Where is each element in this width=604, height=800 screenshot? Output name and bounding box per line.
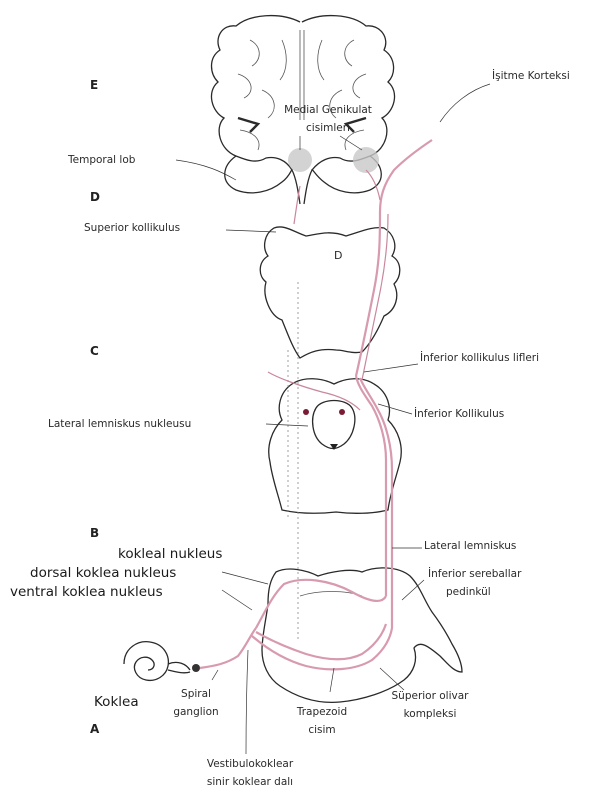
label-inferior-sereballar-1: İnferior sereballar: [428, 568, 521, 580]
label-vestibulokoklear-1: Vestibulokoklear: [192, 758, 308, 770]
label-trapezoid-1: Trapezoid: [282, 706, 362, 718]
stage-label-b: B: [90, 526, 99, 540]
label-lateral-lemniskus-nukleusu: Lateral lemniskus nukleusu: [48, 418, 191, 430]
label-ventral-koklea-nukleus: ventral koklea nukleus: [10, 584, 163, 600]
label-medial-genikulat-2: cisimleri: [278, 122, 378, 134]
cochlea-drawing: [124, 642, 200, 681]
stage-label-e: E: [90, 78, 98, 92]
label-midbrain-d: D: [334, 250, 342, 262]
stage-label-d: D: [90, 190, 100, 204]
auditory-pathway: [200, 140, 432, 669]
medial-geniculate-left: [288, 148, 312, 172]
label-isitme-korteksi: İşitme Korteksi: [492, 70, 570, 82]
label-inferior-sereballar-2: pedinkül: [446, 586, 491, 598]
label-dorsal-koklea-nukleus: dorsal koklea nukleus: [30, 565, 176, 581]
label-superior-oliver-1: Süperior olivar: [380, 690, 480, 702]
stage-label-a: A: [90, 722, 99, 736]
label-trapezoid-2: cisim: [282, 724, 362, 736]
label-vestibulokoklear-2: sinir koklear dalı: [192, 776, 308, 788]
label-temporal-lob: Temporal lob: [68, 154, 135, 166]
label-koklea: Koklea: [94, 694, 139, 710]
stage-label-c: C: [90, 344, 99, 358]
label-medial-genikulat-1: Medial Genikulat: [278, 104, 378, 116]
midbrain-lower-outline: [269, 379, 402, 514]
label-superior-oliver-2: kompleksi: [380, 708, 480, 720]
medial-geniculate-right: [353, 147, 379, 173]
label-inferior-kollikulus: İnferior Kollikulus: [414, 408, 504, 420]
label-superior-kollikulus: Superior kollikulus: [84, 222, 180, 234]
label-lateral-lemniskus: Lateral lemniskus: [424, 540, 516, 552]
label-spiral-1: Spiral: [166, 688, 226, 700]
label-spiral-2: ganglion: [166, 706, 226, 718]
label-inferior-kollikulus-lifleri: İnferior kollikulus lifleri: [420, 352, 539, 364]
label-kokleal-nukleus: kokleal nukleus: [118, 546, 222, 562]
medulla-outline: [262, 568, 462, 702]
